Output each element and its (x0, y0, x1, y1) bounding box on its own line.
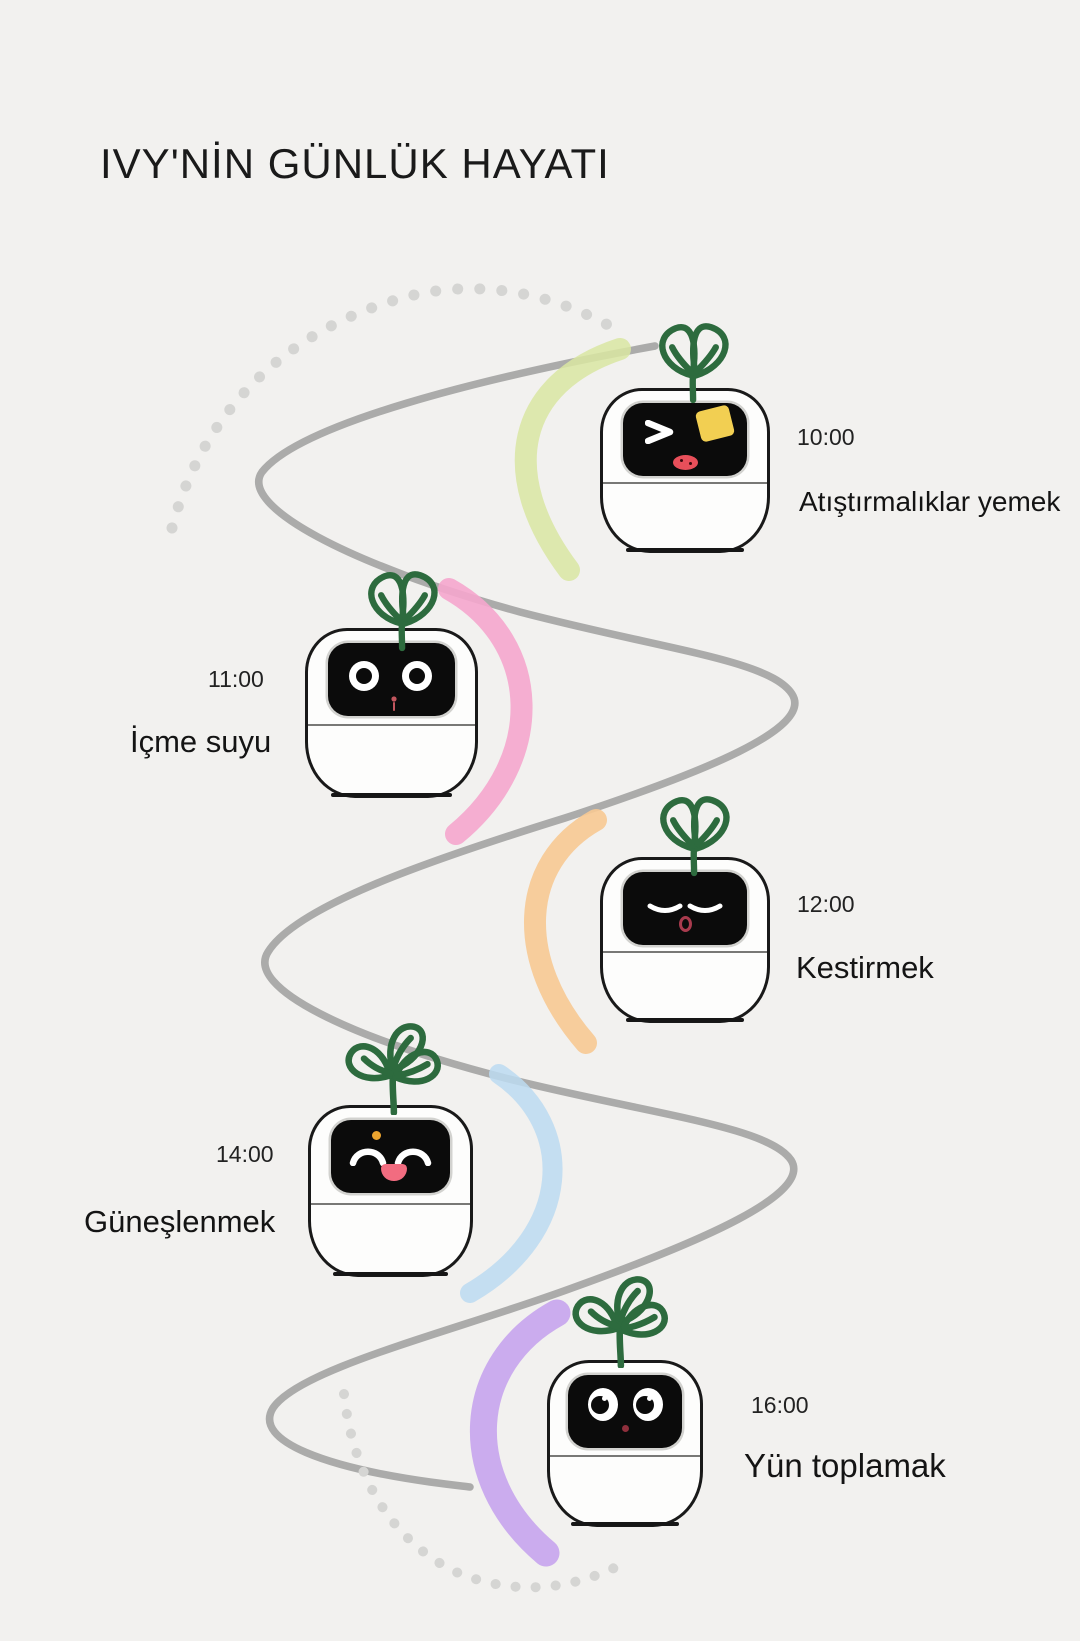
wink-eye-icon (645, 420, 674, 444)
blush-dot-icon (372, 1131, 381, 1140)
pot-base (571, 1522, 679, 1526)
left-eye-icon (349, 661, 379, 691)
activity-1600: Yün toplamak (744, 1447, 946, 1484)
arc-highlight-1400 (460, 1064, 563, 1303)
sprout-two-leaves-icon (368, 571, 438, 652)
time-1200: 12:00 (797, 891, 855, 917)
drip-mouth-icon (391, 696, 397, 711)
dotted-arc-top (166, 283, 628, 534)
dotted-arc-bottom (339, 1389, 619, 1593)
ivy-robot-1200 (600, 796, 770, 1023)
left-eye-icon (588, 1388, 618, 1421)
pot-seam (308, 724, 475, 727)
activity-1100: İçme suyu (130, 724, 272, 759)
ivy-robot-1400 (308, 1023, 473, 1277)
activity-1000: Atıştırmalıklar yemek (799, 486, 1061, 517)
pot-base (625, 548, 745, 552)
arc-highlight-1000 (514, 338, 631, 581)
yawn-mouth-icon (679, 916, 692, 932)
ivy-robot-1600 (547, 1276, 703, 1527)
snack-icon (694, 404, 736, 443)
berry-mouth-icon (673, 455, 698, 470)
sprout-three-leaves-icon (572, 1276, 668, 1368)
right-eye-icon (633, 1388, 663, 1421)
pot-seam (311, 1202, 470, 1205)
sprout-two-leaves-icon (659, 323, 729, 404)
sprout-three-leaves-icon (345, 1023, 441, 1115)
pot-base (625, 1018, 745, 1022)
ivy-robot-1000 (600, 323, 770, 553)
closed-eye-right-icon (687, 903, 723, 913)
robot-screen (331, 1120, 450, 1193)
right-eye-icon (402, 661, 432, 691)
pot-seam (603, 481, 767, 484)
robot-screen (328, 643, 455, 716)
arc-highlight-1200 (524, 809, 607, 1054)
sprout-two-leaves-icon (660, 796, 730, 877)
time-1100: 11:00 (208, 666, 264, 692)
arc-highlight-1100 (438, 578, 533, 845)
time-1600: 16:00 (751, 1392, 809, 1418)
closed-eye-left-icon (647, 903, 683, 913)
robot-screen (568, 1375, 682, 1448)
activity-1200: Kestirmek (796, 950, 934, 985)
smiling-eye-left-icon (349, 1148, 387, 1166)
arc-highlight-1600 (469, 1299, 571, 1567)
time-1000: 10:00 (797, 424, 855, 450)
robot-screen (623, 872, 747, 945)
robot-pot (308, 1105, 473, 1277)
page-title: IVY'NİN GÜNLÜK HAYATI (100, 140, 610, 187)
robot-pot (547, 1360, 703, 1527)
pot-base (333, 1272, 448, 1276)
serpentine-path (255, 342, 799, 1491)
pot-seam (603, 951, 767, 954)
pot-seam (550, 1454, 700, 1457)
tongue-mouth-icon (381, 1164, 407, 1181)
time-1400: 14:00 (216, 1141, 274, 1167)
activity-1400: Güneşlenmek (84, 1204, 276, 1239)
robot-pot (600, 388, 770, 553)
ivy-robot-1100 (305, 571, 478, 798)
smiling-eye-right-icon (394, 1148, 432, 1166)
robot-pot (305, 628, 478, 798)
pot-base (331, 793, 452, 797)
robot-pot (600, 857, 770, 1023)
robot-screen (623, 403, 747, 476)
small-mouth-icon (622, 1425, 629, 1432)
